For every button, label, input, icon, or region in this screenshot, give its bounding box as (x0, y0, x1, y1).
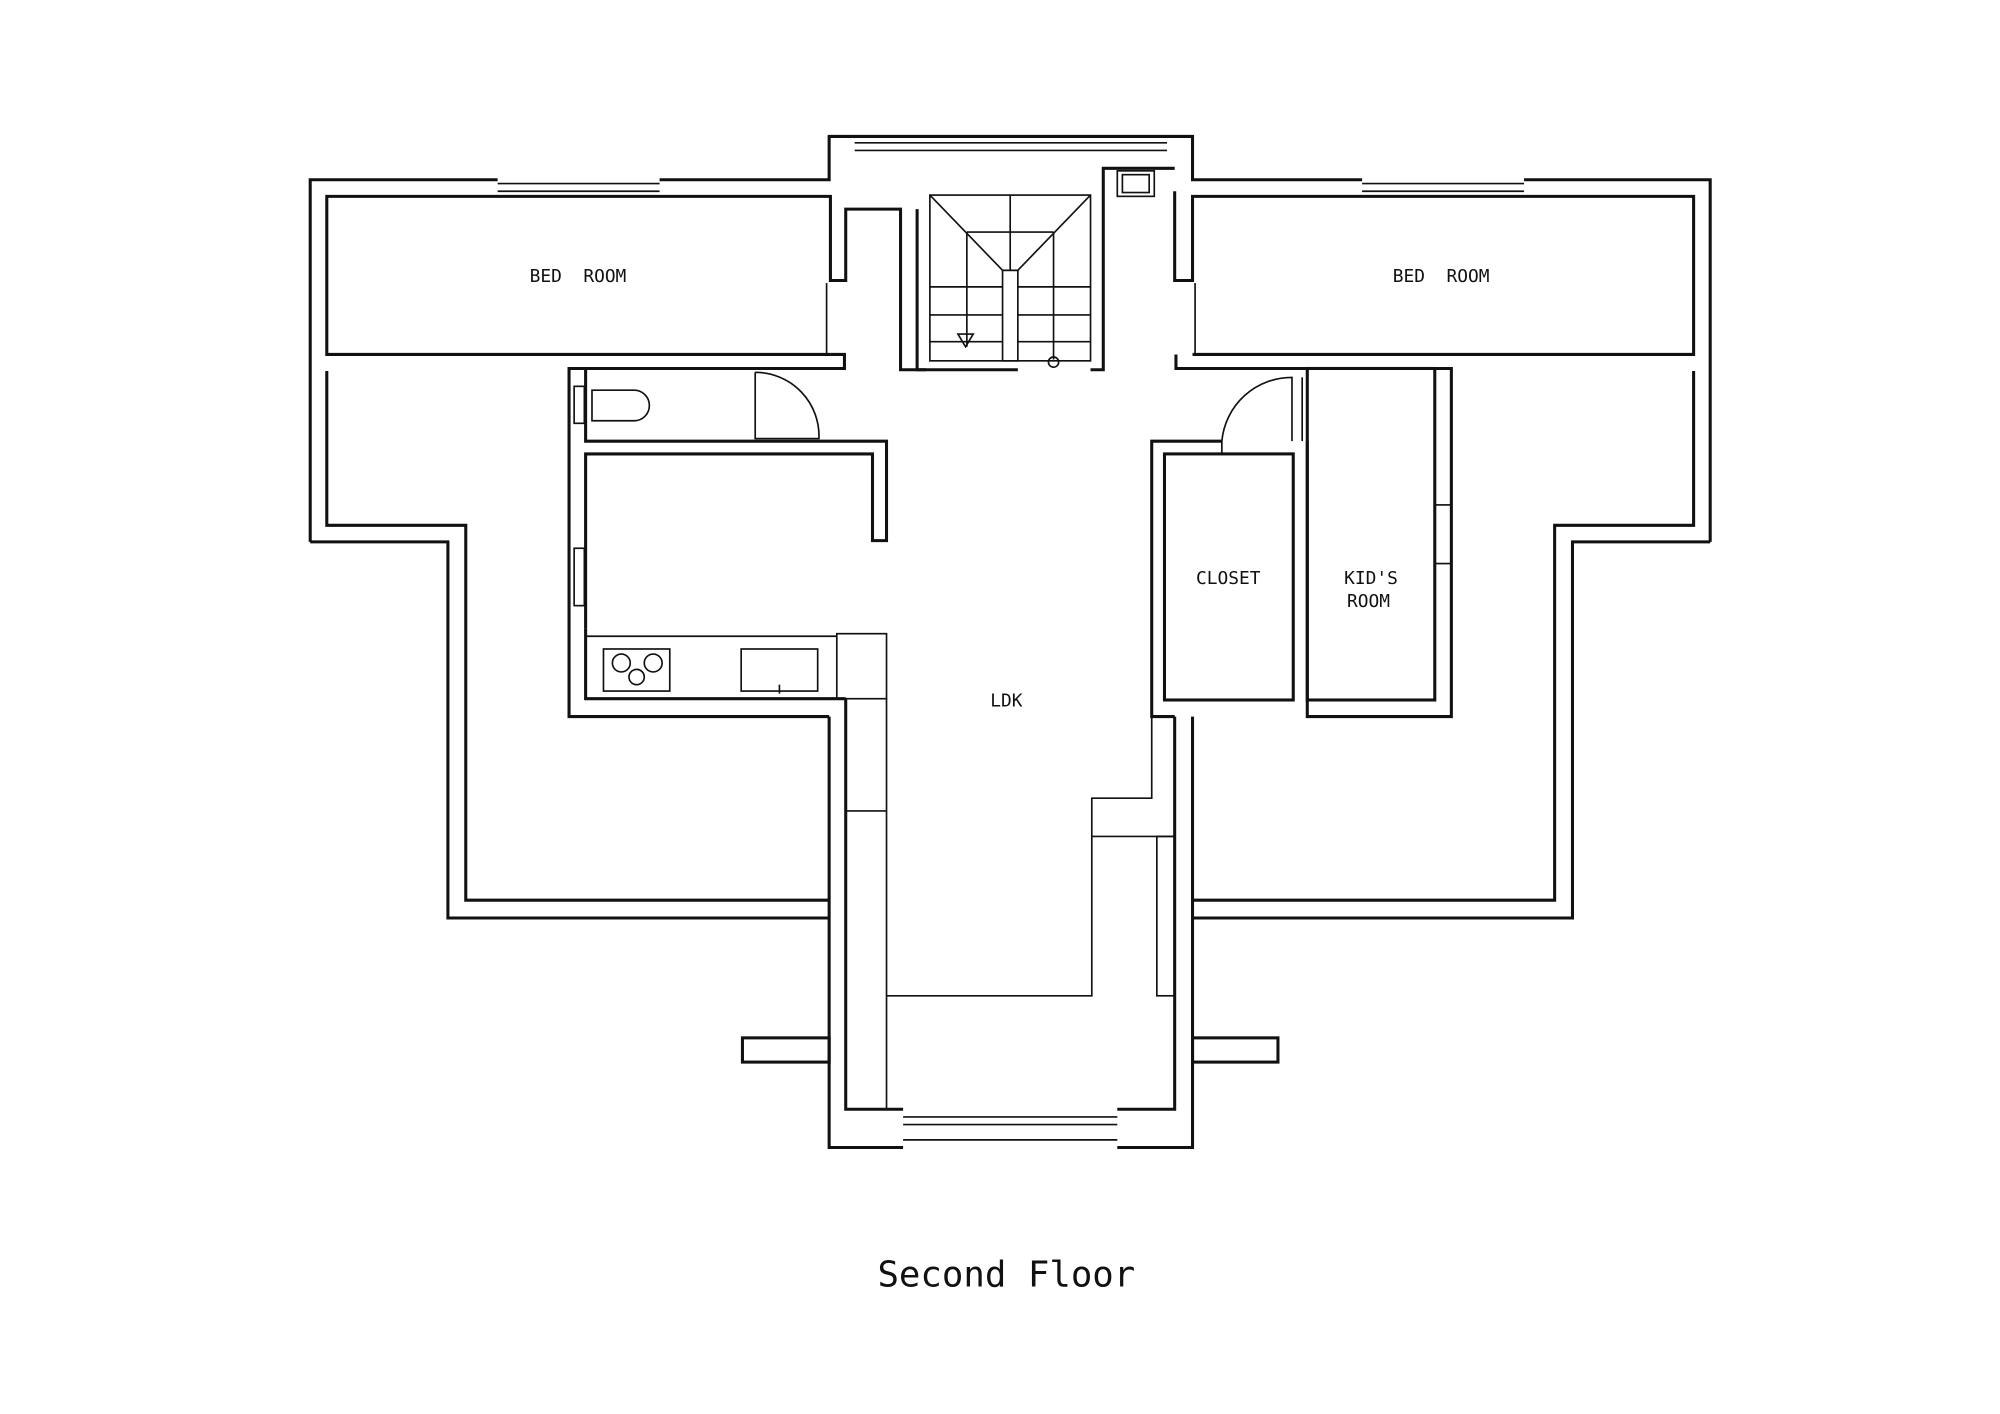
plan-title: Second Floor (877, 1254, 1135, 1295)
bedroom-right (1173, 191, 1696, 719)
room-label-closet: CLOSET (1196, 568, 1261, 589)
toilet (573, 368, 889, 629)
closet (1150, 376, 1304, 719)
exterior-walls (308, 134, 1712, 1150)
bedroom-left (325, 194, 927, 719)
room-label-ldk: LDK (990, 690, 1022, 711)
stove-burner-icon (611, 653, 632, 673)
room-label-kids-room-2: ROOM (1347, 591, 1390, 612)
room-label-bedroom-left: BED ROOM (530, 266, 627, 287)
ldk-partitions (886, 716, 1176, 997)
room-label-kids-room-1: KID'S (1344, 568, 1398, 589)
stair-direction-arrow-icon (956, 333, 975, 349)
windows (497, 141, 1525, 1141)
kitchen (584, 628, 888, 1110)
stairs (915, 166, 1175, 372)
room-label-bedroom-right: BED ROOM (1393, 266, 1490, 287)
